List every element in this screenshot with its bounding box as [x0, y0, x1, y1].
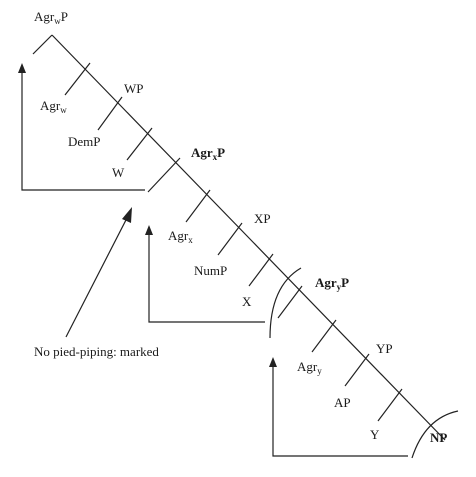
branch-y — [377, 388, 403, 422]
arc-marker-agryp — [269, 267, 302, 339]
branch-agrw — [64, 62, 91, 96]
node-ap: AP — [334, 395, 351, 410]
arrow-head-wp — [18, 63, 26, 73]
movement-path-wp — [21, 70, 145, 191]
branch-moved-xp — [277, 285, 303, 319]
node-xp: XP — [254, 211, 271, 226]
branch-ap — [344, 353, 370, 387]
movement-path-xp — [148, 232, 265, 323]
annotation-arrow-head — [122, 207, 132, 223]
branch-agrx — [185, 189, 211, 223]
node-agrx: Agrx — [168, 228, 193, 245]
node-agrw: Agrw — [40, 98, 67, 115]
node-wp: WP — [124, 81, 144, 96]
arc-marker-np — [411, 410, 459, 459]
node-w: W — [112, 165, 125, 180]
node-agry: Agry — [297, 359, 322, 376]
node-nump: NumP — [194, 263, 227, 278]
branch-nump — [217, 222, 243, 256]
node-agrx-phrase: AgrxP — [191, 145, 225, 162]
node-x: X — [242, 294, 252, 309]
annotation-text: No pied-piping: marked — [34, 344, 159, 359]
branch-w — [126, 127, 153, 161]
branch-x — [248, 253, 274, 287]
branch-root-left — [32, 34, 53, 55]
node-y: Y — [370, 427, 380, 442]
movement-path-yp — [272, 364, 408, 457]
annotation-arrow-line — [65, 215, 129, 338]
node-demp: DemP — [68, 134, 101, 149]
arrow-head-xp — [145, 225, 153, 235]
branch-demp — [97, 96, 123, 131]
node-np: NP — [430, 430, 447, 445]
node-agry-phrase: AgryP — [315, 275, 349, 292]
arrow-head-yp — [269, 357, 277, 367]
branch-moved-phrase — [147, 157, 181, 193]
tree-spine — [51, 34, 446, 441]
node-agrw-phrase: AgrwP — [34, 9, 68, 26]
branch-agry — [311, 319, 337, 353]
node-yp: YP — [376, 341, 393, 356]
